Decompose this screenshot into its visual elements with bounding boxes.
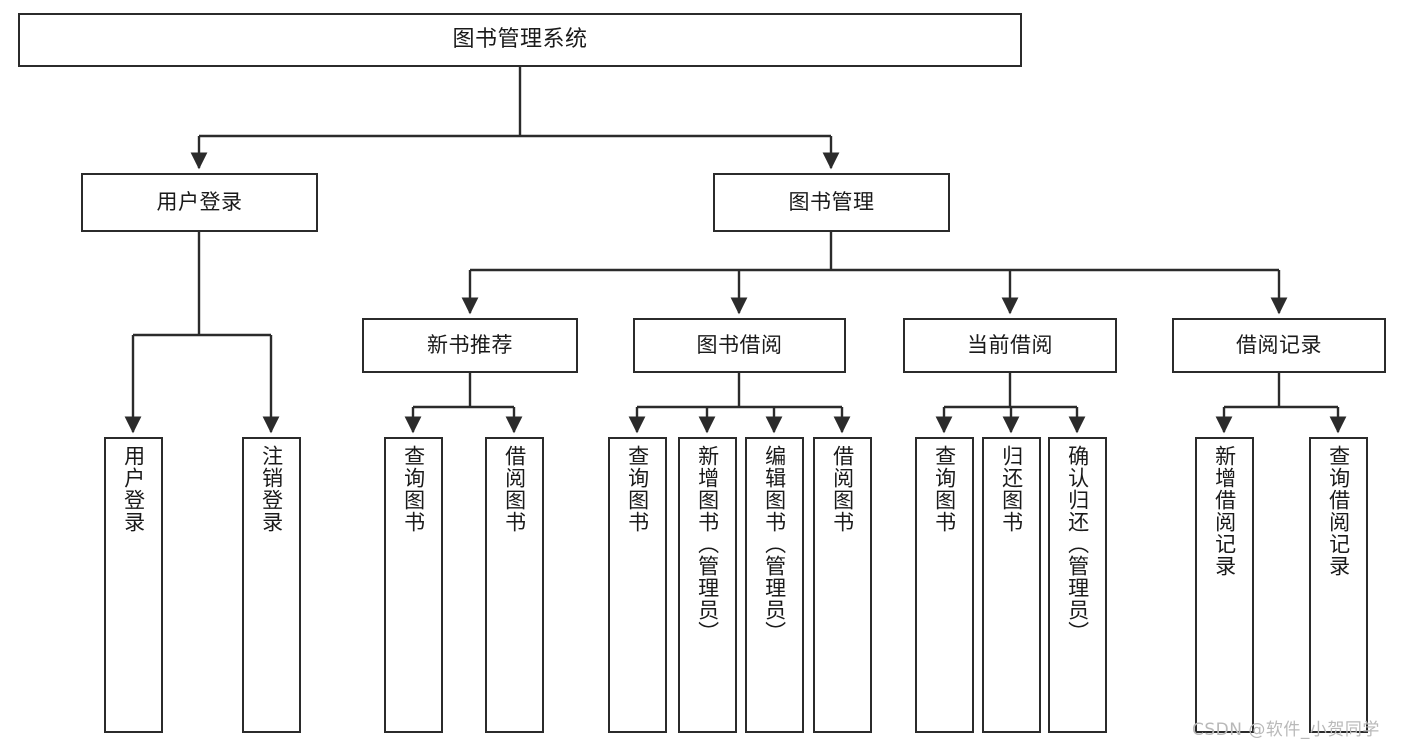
- node-label: 新增图书（管理员）: [695, 445, 720, 643]
- node-label: 查询图书: [401, 445, 426, 533]
- node-label: 查询借阅记录: [1326, 445, 1351, 577]
- watermark: CSDN @软件_小贺同学: [1192, 720, 1380, 740]
- node-label: 图书管理系统: [452, 26, 588, 52]
- leaf-current-borrow-return[interactable]: 归还图书: [982, 437, 1041, 733]
- node-book-borrow[interactable]: 图书借阅: [633, 318, 846, 373]
- leaf-borrow-record-query[interactable]: 查询借阅记录: [1309, 437, 1368, 733]
- node-label: 新增借阅记录: [1212, 445, 1237, 577]
- node-book-management[interactable]: 图书管理: [713, 173, 950, 232]
- node-label: 查询图书: [932, 445, 957, 533]
- leaf-new-book-query[interactable]: 查询图书: [384, 437, 443, 733]
- leaf-book-borrow-borrow[interactable]: 借阅图书: [813, 437, 872, 733]
- leaf-user-login-signout[interactable]: 注销登录: [242, 437, 301, 733]
- leaf-user-login-signin[interactable]: 用户登录: [104, 437, 163, 733]
- node-label: 注销登录: [259, 445, 284, 533]
- node-label: 借阅图书: [502, 445, 527, 533]
- node-label: 用户登录: [121, 445, 146, 533]
- node-label: 查询图书: [625, 445, 650, 533]
- leaf-book-borrow-edit[interactable]: 编辑图书（管理员）: [745, 437, 804, 733]
- node-user-login[interactable]: 用户登录: [81, 173, 318, 232]
- node-label: 确认归还（管理员）: [1065, 445, 1090, 643]
- leaf-current-borrow-confirm-return[interactable]: 确认归还（管理员）: [1048, 437, 1107, 733]
- node-label: 借阅图书: [830, 445, 855, 533]
- node-label: 用户登录: [156, 189, 243, 214]
- node-current-borrow[interactable]: 当前借阅: [903, 318, 1117, 373]
- node-label: 归还图书: [999, 445, 1024, 533]
- leaf-book-borrow-add[interactable]: 新增图书（管理员）: [678, 437, 737, 733]
- node-label: 编辑图书（管理员）: [762, 445, 787, 643]
- node-borrow-record[interactable]: 借阅记录: [1172, 318, 1386, 373]
- node-label: 图书借阅: [696, 332, 783, 357]
- leaf-new-book-borrow[interactable]: 借阅图书: [485, 437, 544, 733]
- node-new-book-recommend[interactable]: 新书推荐: [362, 318, 578, 373]
- node-label: 借阅记录: [1236, 332, 1322, 357]
- node-label: 当前借阅: [967, 332, 1053, 357]
- leaf-current-borrow-query[interactable]: 查询图书: [915, 437, 974, 733]
- leaf-borrow-record-add[interactable]: 新增借阅记录: [1195, 437, 1254, 733]
- leaf-book-borrow-query[interactable]: 查询图书: [608, 437, 667, 733]
- node-root-book-management-system[interactable]: 图书管理系统: [18, 13, 1022, 67]
- node-label: 新书推荐: [427, 332, 513, 357]
- node-label: 图书管理: [788, 189, 875, 214]
